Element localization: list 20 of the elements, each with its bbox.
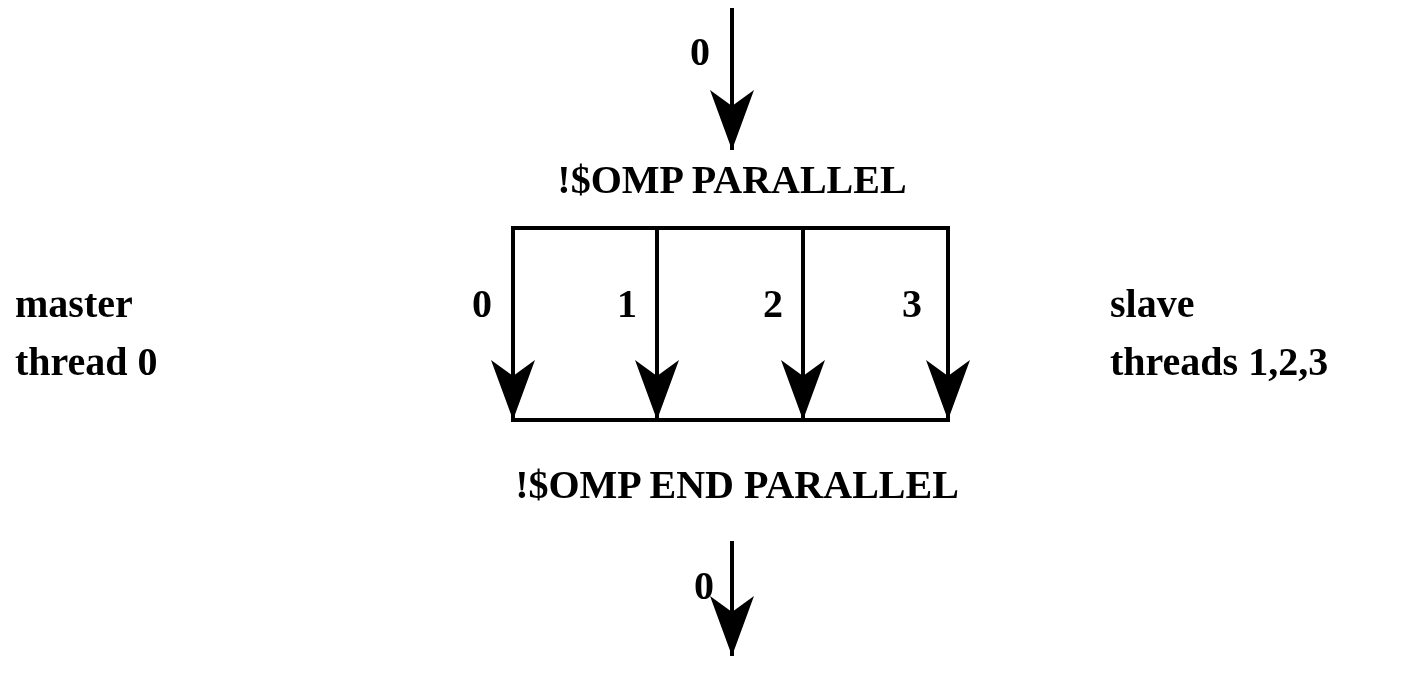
directive-label: !$OMP END PARALLEL — [442, 465, 1032, 509]
thread-number: 0 — [472, 284, 492, 324]
thread-note: slave — [1110, 284, 1195, 324]
arrow — [635, 228, 679, 420]
thread-number: 3 — [902, 284, 922, 324]
arrow — [491, 228, 535, 420]
thread-note: master — [15, 284, 133, 324]
arrow — [710, 541, 754, 656]
thread-bar — [511, 226, 950, 230]
arrow — [710, 8, 754, 150]
thread-number: 2 — [763, 284, 783, 324]
directive-label: !$OMP PARALLEL — [492, 160, 972, 204]
thread-number: 0 — [694, 566, 714, 606]
thread-bar — [511, 418, 950, 422]
thread-number: 0 — [690, 32, 710, 72]
thread-note: threads 1,2,3 — [1110, 342, 1329, 382]
arrow — [926, 228, 970, 420]
thread-number: 1 — [617, 284, 637, 324]
arrow — [781, 228, 825, 420]
thread-note: thread 0 — [15, 342, 158, 382]
